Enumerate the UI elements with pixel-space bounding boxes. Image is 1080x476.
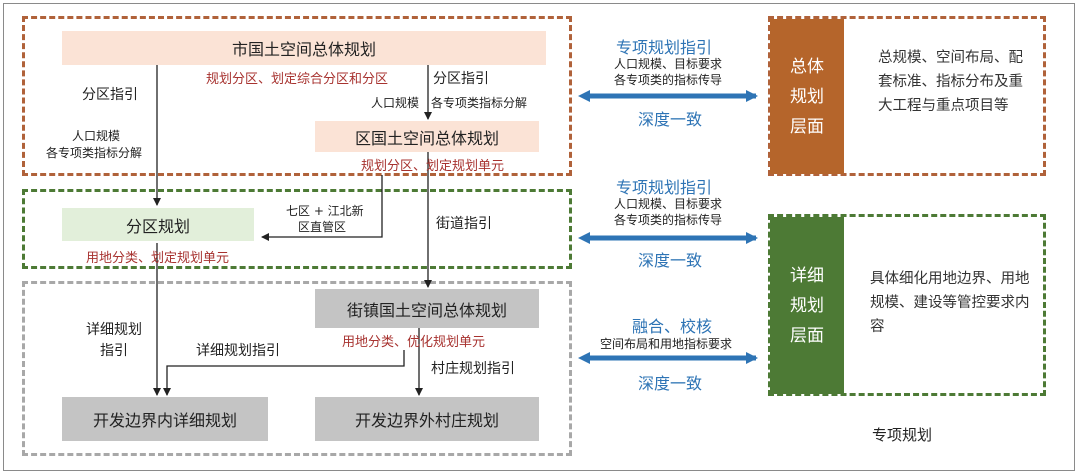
link-1-line1: 人口规模、目标要求 (614, 57, 723, 71)
link-2-line2: 各专项类的指标传导 (614, 213, 723, 227)
inner-detail-plan-box: 开发边界内详细规划 (62, 397, 268, 441)
line-street-to-detail (163, 350, 405, 396)
master-level-char-3: 层面 (790, 116, 824, 137)
pop-scale-right-label: 人口规模 各专项类指标分解 (371, 96, 528, 110)
detail-level-description: 具体细化用地边界、用地规模、建设等管控要求内容 (870, 271, 1030, 335)
street-plan-note: 用地分类、优化规划单元 (342, 335, 486, 350)
master-level-char-1: 总体 (790, 56, 824, 77)
link-1-depth: 深度一致 (638, 110, 703, 129)
master-plan-group (22, 16, 572, 176)
link-2-depth: 深度一致 (638, 251, 703, 270)
link-3-line1: 空间布局和用地指标要求 (600, 337, 733, 351)
detail-level-box: 详细 规划 层面 (770, 217, 844, 394)
detail-guide-left-label-1: 详细规划 (86, 322, 142, 338)
zone-guide-right-label: 分区指引 (433, 71, 489, 87)
city-plan-note: 规划分区、划定综合分区和分区 (206, 72, 389, 87)
street-plan-box: 街镇国土空间总体规划 (315, 289, 539, 328)
detail-guide-mid-label: 详细规划指引 (196, 343, 280, 359)
zone-plan-box: 分区规划 (62, 208, 254, 241)
master-level-frame (768, 16, 1046, 176)
outer-frame (3, 3, 1075, 471)
outer-village-plan-box: 开发边界外村庄规划 (315, 397, 539, 441)
link-2-title: 专项规划指引 (616, 178, 713, 197)
city-plan-box: 市国土空间总体规划 (62, 31, 546, 65)
zone-plan-group (22, 189, 572, 269)
detail-guide-left-label-2: 指引 (100, 343, 128, 359)
street-guide-label: 街道指引 (436, 216, 492, 232)
link-1-title: 专项规划指引 (616, 38, 713, 57)
link-1-line2: 各专项类的指标传导 (614, 73, 723, 87)
pop-scale-left-label: 人口规模 (72, 129, 121, 143)
link-3-depth: 深度一致 (638, 374, 703, 393)
link-2-line1: 人口规模、目标要求 (614, 197, 723, 211)
detail-level-frame (768, 214, 1046, 396)
detail-plan-group (22, 281, 572, 456)
master-level-description: 总规模、空间布局、配套标准、指标分布及重大工程与重点项目等 (878, 50, 1023, 114)
district-plan-note: 规划分区、划定规划单元 (361, 159, 505, 174)
seven-districts-label-2: 区直管区 (298, 220, 347, 234)
zone-plan-note: 用地分类、划定规划单元 (86, 251, 230, 266)
detail-level-char-1: 详细 (790, 265, 824, 286)
detail-level-char-3: 层面 (790, 325, 824, 346)
link-3-title: 融合、校核 (632, 317, 713, 336)
detail-level-char-2: 规划 (790, 295, 824, 316)
indicator-left-label: 各专项类指标分解 (46, 146, 143, 160)
village-guide-label: 村庄规划指引 (431, 361, 515, 377)
line-district-to-zone (261, 175, 383, 241)
special-plan-caption: 专项规划 (872, 426, 933, 444)
master-level-char-2: 规划 (790, 86, 824, 107)
zone-guide-left-label: 分区指引 (82, 87, 138, 103)
seven-districts-label-1: 七区 + 江北新 (286, 204, 364, 218)
district-plan-box: 区国土空间总体规划 (315, 121, 539, 152)
master-level-box: 总体 规划 层面 (770, 19, 844, 174)
